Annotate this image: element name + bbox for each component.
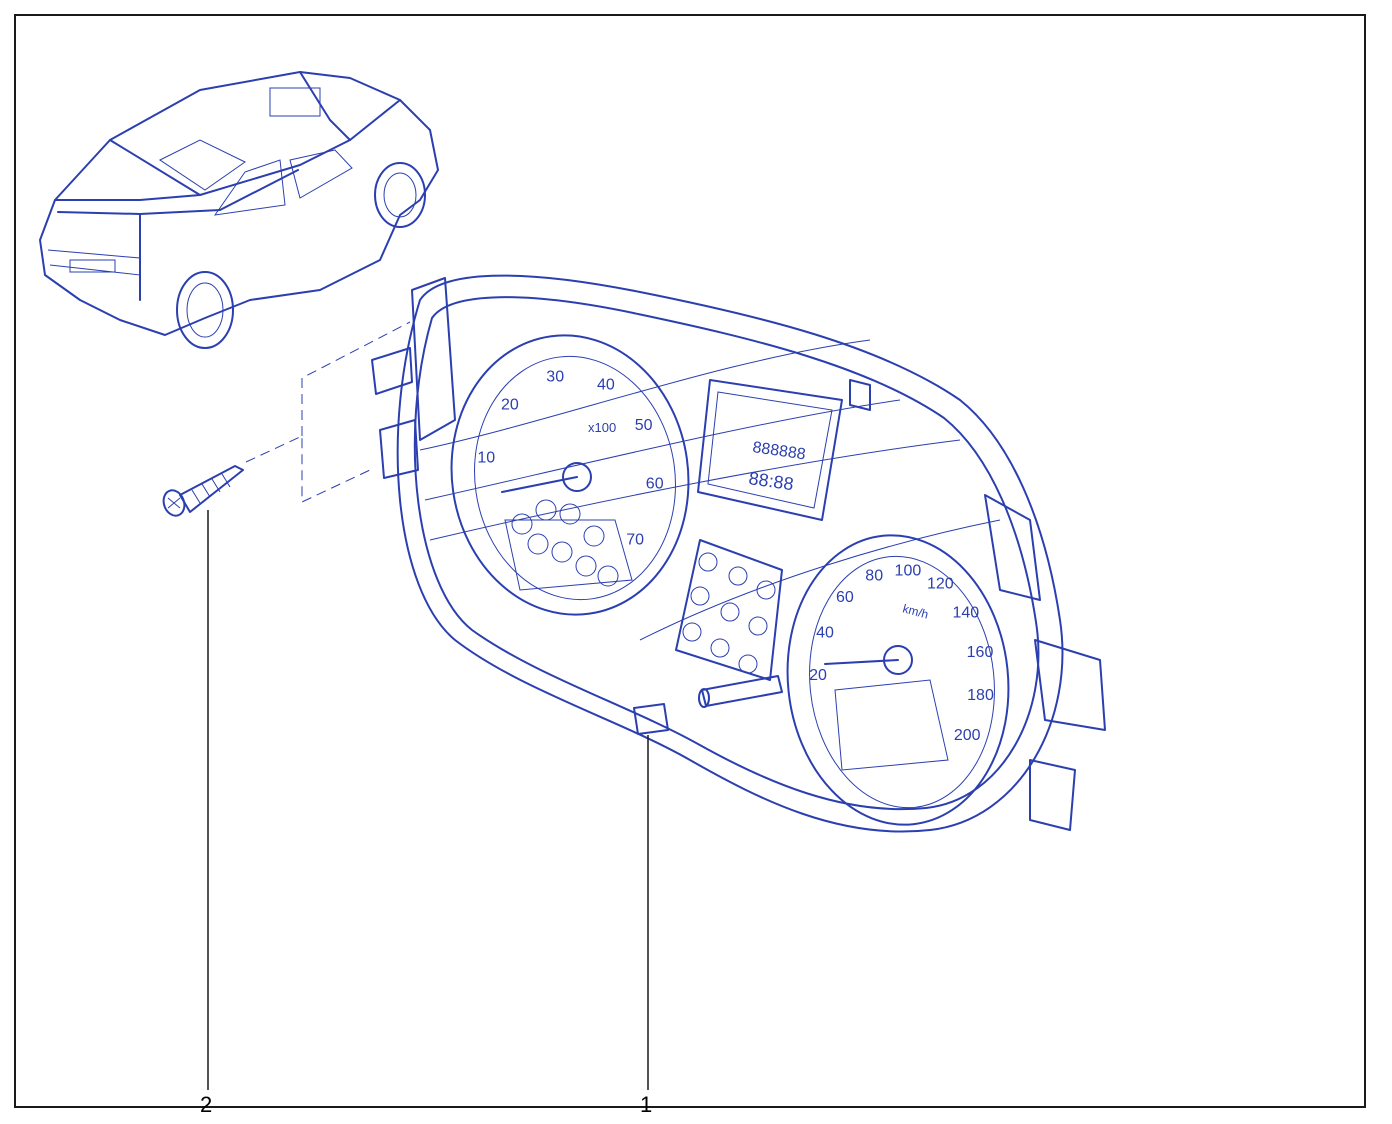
screw-icon <box>162 465 244 517</box>
lcd-display: 888888 88:88 <box>697 379 843 521</box>
display-odometer: 888888 <box>751 439 806 463</box>
tick-label: 30 <box>546 369 564 386</box>
cluster-location-marker <box>269 87 321 117</box>
tick-label: 60 <box>646 476 664 493</box>
tick-label: 20 <box>501 396 519 413</box>
tachometer: 10 20 30 40 50 60 70 x100 <box>450 334 690 616</box>
tick-label: 140 <box>952 604 979 621</box>
tick-label: 70 <box>626 531 644 548</box>
callout-label-2: 2 <box>200 1092 213 1117</box>
callout-label-1: 1 <box>640 1092 653 1117</box>
tick-label: 200 <box>954 727 981 744</box>
speedometer-unit: km/h <box>901 601 930 621</box>
speedometer: 20 40 60 80 100 120 140 160 180 200 km/h <box>786 534 1010 826</box>
tachometer-tick-labels: 10 20 30 40 50 60 70 <box>477 369 663 549</box>
tick-label: 160 <box>967 644 994 661</box>
tick-label: 40 <box>816 625 834 642</box>
tick-label: 100 <box>895 563 922 580</box>
diagram-frame <box>14 14 1366 1108</box>
tick-label: 20 <box>809 667 827 684</box>
instrument-cluster: 10 20 30 40 50 60 70 x100 888888 88:88 20 40 <box>371 274 1106 833</box>
tick-label: 180 <box>967 687 994 704</box>
tick-label: 10 <box>477 450 495 467</box>
speedometer-tick-labels: 20 40 60 80 100 120 140 160 180 200 <box>809 563 994 745</box>
tick-label: 80 <box>865 567 883 584</box>
car-thumbnail-icon <box>39 71 439 349</box>
tick-label: 40 <box>597 376 615 393</box>
warning-lamp-icons <box>511 499 783 681</box>
tick-label: 50 <box>635 417 653 434</box>
tachometer-unit: x100 <box>588 420 616 435</box>
tick-label: 60 <box>836 589 854 606</box>
tick-label: 120 <box>927 576 954 593</box>
assembly-guide-lines <box>245 321 411 503</box>
